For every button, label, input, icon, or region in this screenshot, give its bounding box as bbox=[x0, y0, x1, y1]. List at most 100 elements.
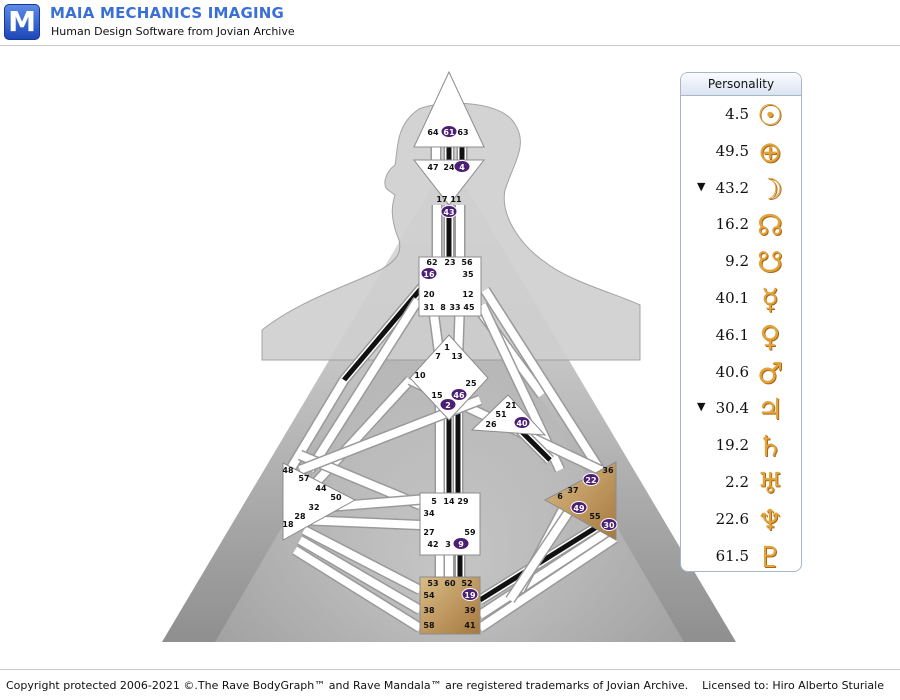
gate-label[interactable]: 12 bbox=[462, 290, 473, 299]
gate-label[interactable]: 34 bbox=[423, 509, 435, 518]
gate-label[interactable]: 3 bbox=[445, 540, 451, 549]
gate-label[interactable]: 43 bbox=[443, 208, 454, 217]
gate-label[interactable]: 35 bbox=[462, 270, 474, 279]
copyright-text: Copyright protected 2006-2021 ©.The Rave… bbox=[6, 679, 689, 692]
personality-row: 61.5♇ bbox=[681, 539, 801, 571]
gate-label[interactable]: 6 bbox=[557, 492, 563, 501]
gate-activation-badge bbox=[440, 125, 458, 138]
gate-label[interactable]: 8 bbox=[440, 303, 446, 312]
gate-label[interactable]: 2 bbox=[445, 401, 451, 410]
personality-row: 9.2☋ bbox=[681, 244, 801, 280]
gate-activation-badge bbox=[570, 501, 588, 514]
gate-label[interactable]: 4 bbox=[459, 163, 465, 172]
gate-label[interactable]: 24 bbox=[443, 163, 455, 172]
gate-label[interactable]: 59 bbox=[464, 528, 476, 537]
activation-value: 19.2 bbox=[715, 436, 749, 455]
arrow-down-icon: ▼ bbox=[697, 400, 706, 414]
activation-value: 30.4 bbox=[715, 399, 749, 418]
gate-label[interactable]: 39 bbox=[464, 606, 476, 615]
gate-label[interactable]: 25 bbox=[465, 379, 477, 388]
gate-label[interactable]: 14 bbox=[443, 497, 455, 506]
gate-activation-badge bbox=[440, 205, 458, 218]
app-header: M MAIA MECHANICS IMAGING Human Design So… bbox=[0, 0, 900, 46]
gate-label[interactable]: 32 bbox=[308, 503, 319, 512]
gate-label[interactable]: 15 bbox=[431, 391, 443, 400]
gate-label[interactable]: 7 bbox=[435, 352, 441, 361]
gate-label[interactable]: 13 bbox=[451, 352, 462, 361]
gate-label[interactable]: 64 bbox=[427, 128, 439, 137]
gate-label[interactable]: 45 bbox=[463, 303, 475, 312]
gate-label[interactable]: 5 bbox=[431, 497, 437, 506]
gate-label[interactable]: 16 bbox=[423, 270, 435, 279]
app-subtitle: Human Design Software from Jovian Archiv… bbox=[51, 25, 295, 38]
gate-label[interactable]: 47 bbox=[427, 163, 438, 172]
gate-label[interactable]: 26 bbox=[485, 420, 497, 429]
gate-label[interactable]: 56 bbox=[461, 258, 473, 267]
gate-label[interactable]: 40 bbox=[516, 419, 528, 428]
personality-row: 4.5☉ bbox=[681, 97, 801, 133]
personality-panel: Personality 4.5☉49.5⊕▼43.2☽16.2☊9.2☋40.1… bbox=[680, 72, 802, 572]
gate-label[interactable]: 18 bbox=[282, 520, 294, 529]
personality-row: ▼43.2☽ bbox=[681, 171, 801, 207]
gate-label[interactable]: 9 bbox=[458, 540, 464, 549]
gate-label[interactable]: 20 bbox=[423, 290, 435, 299]
gate-label[interactable]: 38 bbox=[423, 606, 435, 615]
gate-label[interactable]: 29 bbox=[457, 497, 469, 506]
gate-label[interactable]: 19 bbox=[464, 591, 476, 600]
saturn-icon: ♄ bbox=[757, 429, 783, 464]
gate-label[interactable]: 21 bbox=[505, 401, 517, 410]
gate-label[interactable]: 51 bbox=[495, 410, 507, 419]
gate-label[interactable]: 62 bbox=[426, 258, 437, 267]
gate-label[interactable]: 63 bbox=[457, 128, 468, 137]
gate-label[interactable]: 57 bbox=[298, 474, 309, 483]
gate-label[interactable]: 58 bbox=[423, 621, 435, 630]
gate-label[interactable]: 36 bbox=[602, 466, 614, 475]
personality-row: 40.6♂ bbox=[681, 355, 801, 391]
head-center[interactable] bbox=[413, 70, 485, 148]
gate-label[interactable]: 52 bbox=[461, 579, 472, 588]
gate-label[interactable]: 41 bbox=[464, 621, 476, 630]
gate-label[interactable]: 55 bbox=[589, 512, 601, 521]
gate-label[interactable]: 48 bbox=[282, 466, 294, 475]
arrow-down-icon: ▼ bbox=[697, 179, 706, 193]
spleen-center[interactable] bbox=[282, 462, 357, 541]
north-node-icon: ☊ bbox=[757, 208, 783, 243]
gate-label[interactable]: 33 bbox=[449, 303, 460, 312]
activation-value: 61.5 bbox=[715, 546, 749, 565]
gate-activation-badge bbox=[450, 388, 468, 401]
mercury-icon: ☿ bbox=[761, 282, 779, 316]
gate-label[interactable]: 46 bbox=[453, 391, 465, 400]
neptune-icon: ♆ bbox=[757, 502, 783, 537]
gate-label[interactable]: 28 bbox=[294, 512, 306, 521]
gate-label[interactable]: 37 bbox=[567, 486, 578, 495]
moon-icon: ☽ bbox=[757, 171, 783, 206]
venus-icon: ♀ bbox=[759, 318, 781, 353]
gate-label[interactable]: 11 bbox=[450, 195, 462, 204]
gate-activation-badge bbox=[453, 160, 471, 173]
gate-label[interactable]: 1 bbox=[444, 343, 450, 352]
gate-label[interactable]: 10 bbox=[414, 371, 426, 380]
g-center-center[interactable] bbox=[409, 334, 489, 421]
gate-label[interactable]: 42 bbox=[427, 540, 438, 549]
gate-label[interactable]: 61 bbox=[443, 128, 455, 137]
gate-label[interactable]: 23 bbox=[444, 258, 455, 267]
gate-label[interactable]: 54 bbox=[423, 591, 435, 600]
app-logo: M bbox=[4, 4, 40, 40]
gate-label[interactable]: 44 bbox=[315, 484, 327, 493]
personality-row: 40.1 ☿ bbox=[681, 281, 801, 317]
gate-label[interactable]: 50 bbox=[330, 493, 342, 502]
gate-label[interactable]: 49 bbox=[573, 504, 585, 513]
gate-label[interactable]: 17 bbox=[436, 195, 447, 204]
gate-label[interactable]: 31 bbox=[423, 303, 435, 312]
activation-value: 40.1 bbox=[715, 289, 749, 307]
app-title: MAIA MECHANICS IMAGING bbox=[50, 4, 285, 22]
gate-label[interactable]: 53 bbox=[427, 579, 438, 588]
gate-label[interactable]: 60 bbox=[444, 579, 456, 588]
gate-label[interactable]: 22 bbox=[585, 476, 596, 485]
channels bbox=[285, 140, 619, 633]
gate-label[interactable]: 30 bbox=[603, 521, 615, 530]
activation-value: 2.2 bbox=[725, 473, 749, 491]
gate-label[interactable]: 27 bbox=[423, 528, 434, 537]
activation-value: 16.2 bbox=[715, 215, 749, 234]
